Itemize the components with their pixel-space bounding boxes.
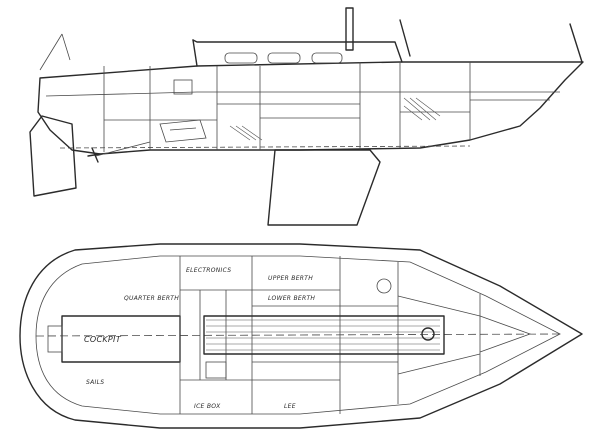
saloon-sole-hatching — [203, 315, 445, 355]
port-light — [267, 52, 301, 64]
galley-stove — [173, 79, 193, 95]
label-lee: LEE — [284, 403, 296, 410]
mast-step — [421, 327, 435, 341]
bow-pulpit — [569, 23, 583, 63]
label-lower-berth: LOWER BERTH — [268, 295, 315, 302]
port-light — [224, 52, 258, 64]
label-quarter-berth: QUARTER BERTH — [124, 295, 179, 302]
cockpit-well — [61, 315, 181, 363]
label-sails: SAILS — [86, 379, 104, 386]
engine — [159, 119, 207, 143]
plan-view: COCKPIT SAILS UPPER BERTH LOWER BERTH EL… — [19, 243, 583, 429]
sheer-line — [45, 91, 560, 97]
hull-profile — [37, 61, 584, 155]
label-upper-berth: UPPER BERTH — [268, 275, 313, 282]
stern-pulpit — [399, 19, 411, 57]
waterline — [59, 145, 471, 149]
transom-locker — [47, 325, 63, 353]
fin-keel — [267, 149, 381, 226]
label-icebox: ICE BOX — [194, 403, 221, 410]
port-light — [311, 52, 343, 64]
plan-bulkheads — [179, 256, 532, 414]
hull-plan — [19, 243, 583, 429]
hatched-fixtures — [173, 79, 441, 141]
label-cockpit: COCKPIT — [84, 335, 122, 344]
mast-stub — [345, 7, 354, 51]
centreline — [35, 333, 561, 337]
cabin-trunk — [192, 39, 403, 63]
label-electronics: ELECTRONICS — [186, 267, 231, 274]
profile-view — [29, 7, 584, 226]
head-fixture — [376, 278, 392, 294]
rudder — [29, 115, 77, 197]
galley-sink — [205, 361, 227, 379]
deck-edge — [35, 255, 561, 415]
stern-rail — [39, 33, 71, 71]
saloon-table — [203, 315, 445, 355]
prop-shaft — [95, 141, 151, 157]
interior-bulkheads — [103, 62, 550, 152]
propeller — [87, 147, 101, 163]
